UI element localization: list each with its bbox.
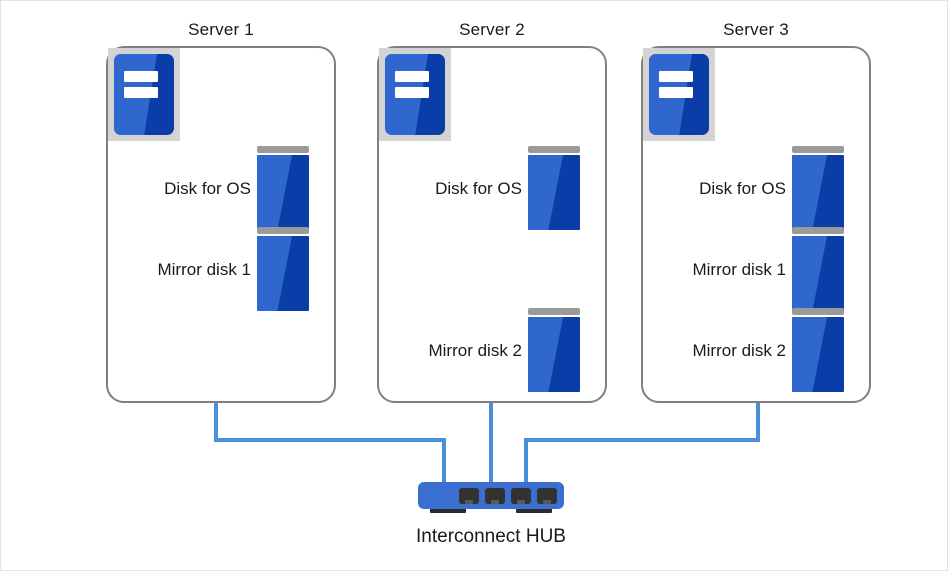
cable-server3-vertical-top <box>756 403 760 440</box>
disk-cap <box>792 146 844 153</box>
disk-icon-s2-mirror2 <box>528 308 580 392</box>
disk-label-s3-mirror1: Mirror disk 1 <box>692 260 786 279</box>
hub-foot-left <box>430 506 466 513</box>
disk-label-s2-os: Disk for OS <box>435 179 522 198</box>
disk-label-s3-os: Disk for OS <box>699 179 786 198</box>
disk-icon-s1-mirror1 <box>257 227 309 311</box>
hub-port-3 <box>511 488 531 504</box>
server-chassis <box>385 54 445 135</box>
server-title-2: Server 2 <box>459 20 525 39</box>
disk-body <box>528 317 580 392</box>
disk-icon-s1-os <box>257 146 309 230</box>
server-bay-bar-1 <box>123 71 159 82</box>
cable-server3-horizontal <box>524 438 760 442</box>
disk-icon-s3-mirror2 <box>792 308 844 392</box>
disk-cap <box>528 308 580 315</box>
hub-port-1 <box>459 488 479 504</box>
disk-cap <box>528 146 580 153</box>
hub-port-4 <box>537 488 557 504</box>
cable-server1-horizontal <box>214 438 446 442</box>
disk-sheen <box>792 317 828 392</box>
server-chassis <box>649 54 709 135</box>
server-title-1: Server 1 <box>188 20 254 39</box>
disk-sheen <box>792 236 828 311</box>
server-bay-bar-2 <box>658 87 694 98</box>
disk-cap <box>257 146 309 153</box>
disk-body <box>257 236 309 311</box>
hub-label: Interconnect HUB <box>416 526 566 547</box>
server-machine-icon-3 <box>643 48 715 141</box>
server-bay-bar-1 <box>658 71 694 82</box>
server-bay-bar-1 <box>394 71 430 82</box>
disk-icon-s3-os <box>792 146 844 230</box>
disk-label-s3-mirror2: Mirror disk 2 <box>692 341 786 360</box>
cable-server1-vertical-top <box>214 403 218 440</box>
server-title-3: Server 3 <box>723 20 789 39</box>
disk-body <box>792 317 844 392</box>
disk-label-s1-os: Disk for OS <box>164 179 251 198</box>
server-machine-icon-2 <box>379 48 451 141</box>
disk-cap <box>792 308 844 315</box>
disk-sheen <box>528 317 564 392</box>
hub-port-2 <box>485 488 505 504</box>
server-bay-bar-2 <box>123 87 159 98</box>
disk-cap <box>257 227 309 234</box>
disk-icon-s3-mirror1 <box>792 227 844 311</box>
disk-sheen <box>792 155 828 230</box>
server-bay-bar-2 <box>394 87 430 98</box>
disk-body <box>528 155 580 230</box>
disk-label-s1-mirror1: Mirror disk 1 <box>157 260 251 279</box>
disk-body <box>257 155 309 230</box>
hub-foot-right <box>516 506 552 513</box>
cable-server1-vertical-bottom <box>442 438 446 486</box>
cable-server3-vertical-bottom <box>524 438 528 486</box>
disk-sheen <box>257 236 293 311</box>
disk-icon-s2-os <box>528 146 580 230</box>
server-machine-icon-1 <box>108 48 180 141</box>
server-chassis <box>114 54 174 135</box>
cable-server2-vertical <box>489 403 493 486</box>
disk-sheen <box>257 155 293 230</box>
disk-body <box>792 155 844 230</box>
disk-label-s2-mirror2: Mirror disk 2 <box>428 341 522 360</box>
disk-body <box>792 236 844 311</box>
disk-sheen <box>528 155 564 230</box>
disk-cap <box>792 227 844 234</box>
